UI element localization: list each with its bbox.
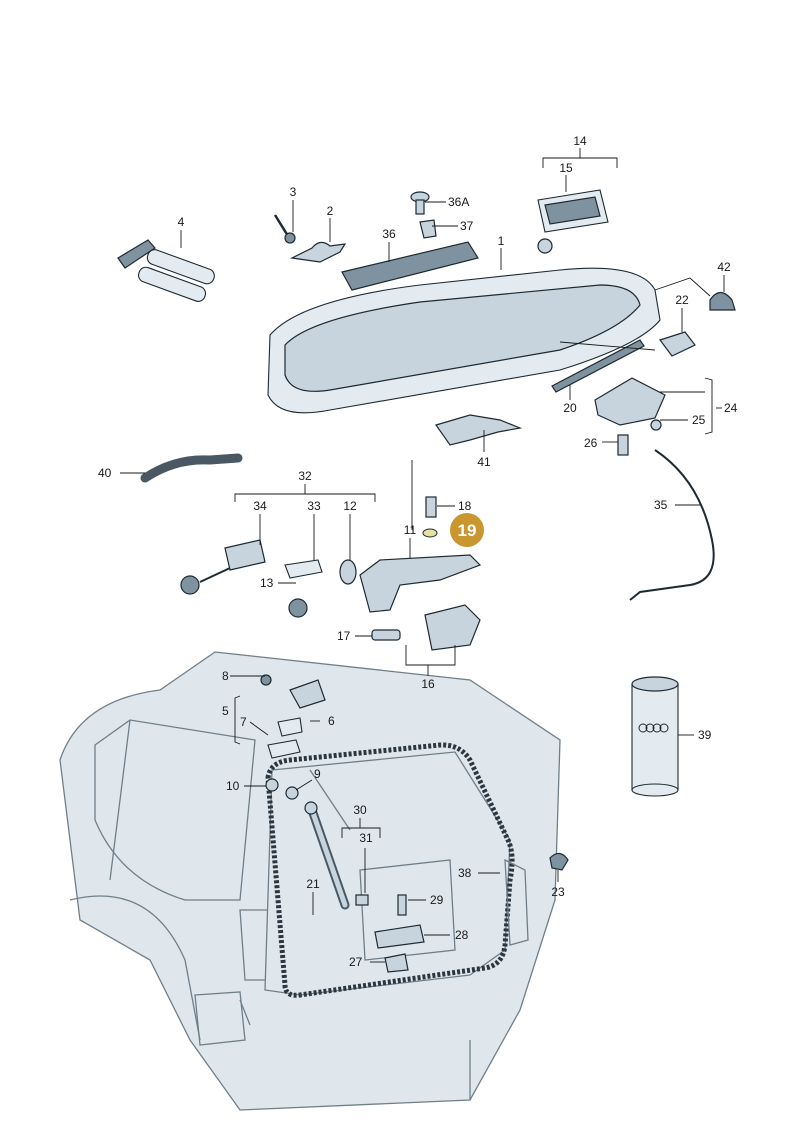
part-8-bolt bbox=[260, 674, 272, 686]
callout-22[interactable]: 22 bbox=[675, 293, 689, 307]
callout-labels: 4 3 2 36 1 36A 37 14 15 42 22 20 24 25 2… bbox=[98, 134, 738, 969]
part-37-clip bbox=[419, 219, 437, 239]
highlight-circle bbox=[450, 513, 484, 547]
vehicle-rear-body bbox=[59, 651, 561, 1111]
callout-4[interactable]: 4 bbox=[178, 215, 185, 229]
part-23-cap bbox=[549, 852, 569, 871]
callout-17[interactable]: 17 bbox=[337, 629, 351, 643]
part-22-buffer bbox=[659, 331, 696, 357]
callout-5[interactable]: 5 bbox=[222, 704, 229, 718]
callout-35[interactable]: 35 bbox=[654, 498, 668, 512]
four-rings-logo bbox=[638, 723, 669, 733]
part-41-bracket bbox=[435, 414, 523, 446]
callout-18[interactable]: 18 bbox=[458, 499, 472, 513]
callout-32[interactable]: 32 bbox=[298, 469, 312, 483]
part-31-clip bbox=[355, 894, 369, 906]
callout-10[interactable]: 10 bbox=[226, 779, 240, 793]
callout-41[interactable]: 41 bbox=[477, 455, 491, 469]
callout-8[interactable]: 8 bbox=[222, 669, 229, 683]
callout-2[interactable]: 2 bbox=[327, 204, 334, 218]
part-1-tailgate-trim-panel bbox=[267, 267, 661, 414]
part-20-strip bbox=[551, 339, 645, 393]
tailgate-seal bbox=[265, 742, 515, 998]
callout-16[interactable]: 16 bbox=[421, 677, 435, 691]
callout-13[interactable]: 13 bbox=[260, 576, 274, 590]
part-36a-clip bbox=[410, 191, 430, 215]
part-42-grommet bbox=[709, 291, 736, 311]
callout-19[interactable]: 19 bbox=[458, 521, 477, 540]
part-26-bolt bbox=[617, 434, 629, 456]
callout-39[interactable]: 39 bbox=[698, 728, 712, 742]
part-40-cable-sleeve bbox=[140, 453, 243, 483]
callout-25[interactable]: 25 bbox=[692, 413, 706, 427]
part-7-plate bbox=[267, 739, 301, 759]
callout-34[interactable]: 34 bbox=[253, 499, 267, 513]
callout-29[interactable]: 29 bbox=[430, 893, 444, 907]
callout-28[interactable]: 28 bbox=[455, 928, 469, 942]
part-15-license-lamp bbox=[537, 189, 609, 254]
part-16-actuator bbox=[424, 604, 481, 651]
part-34-lock-cylinder bbox=[180, 539, 266, 595]
callout-38[interactable]: 38 bbox=[458, 866, 472, 880]
callout-20[interactable]: 20 bbox=[563, 401, 577, 415]
leader-lines bbox=[120, 148, 725, 963]
part-33-gasket bbox=[284, 559, 323, 579]
callout-24[interactable]: 24 bbox=[724, 401, 738, 415]
callout-9[interactable]: 9 bbox=[314, 767, 321, 781]
callout-7[interactable]: 7 bbox=[240, 715, 247, 729]
callout-33[interactable]: 33 bbox=[307, 499, 321, 513]
part-5-hinge bbox=[289, 679, 326, 709]
part-35-cable bbox=[629, 449, 715, 601]
callout-31[interactable]: 31 bbox=[359, 831, 373, 845]
part-24-lock bbox=[594, 377, 666, 426]
callout-21[interactable]: 21 bbox=[306, 877, 320, 891]
callout-40[interactable]: 40 bbox=[98, 466, 112, 480]
part-21-gas-strut bbox=[304, 801, 350, 910]
highlight-badge-19[interactable]: 19 bbox=[450, 513, 484, 547]
callout-27[interactable]: 27 bbox=[349, 955, 363, 969]
callout-6[interactable]: 6 bbox=[328, 714, 335, 728]
part-2-bracket bbox=[290, 241, 347, 263]
part-6-plate bbox=[277, 717, 303, 737]
callout-23[interactable]: 23 bbox=[551, 885, 565, 899]
callout-11[interactable]: 11 bbox=[404, 523, 417, 537]
part-29-screw bbox=[397, 894, 407, 916]
part-36-foam-strip bbox=[341, 241, 479, 291]
part-25-clip bbox=[650, 419, 662, 431]
part-13-nut bbox=[288, 598, 308, 618]
part-27-buffer bbox=[384, 953, 409, 973]
part-11-carrier bbox=[359, 554, 482, 613]
callout-42[interactable]: 42 bbox=[717, 260, 731, 274]
callout-36a[interactable]: 36A bbox=[448, 195, 469, 209]
part-17-pin bbox=[371, 629, 401, 641]
callout-26[interactable]: 26 bbox=[584, 436, 598, 450]
part-19-washer bbox=[422, 528, 438, 538]
part-9-nut bbox=[285, 786, 299, 800]
part-4-damper bbox=[117, 239, 215, 302]
part-28-lock-striker bbox=[374, 924, 425, 949]
callout-30[interactable]: 30 bbox=[353, 803, 367, 817]
part-18-screw bbox=[425, 496, 437, 518]
callout-3[interactable]: 3 bbox=[290, 185, 297, 199]
callout-15[interactable]: 15 bbox=[559, 161, 573, 175]
callout-36[interactable]: 36 bbox=[382, 227, 396, 241]
callout-1[interactable]: 1 bbox=[498, 234, 505, 248]
part-10-nut bbox=[265, 778, 279, 792]
callout-12[interactable]: 12 bbox=[343, 499, 357, 513]
part-12-ring bbox=[339, 559, 357, 585]
part-39-paint-can bbox=[631, 676, 679, 797]
part-3-screw bbox=[273, 214, 296, 244]
callout-14[interactable]: 14 bbox=[573, 134, 587, 148]
callout-37[interactable]: 37 bbox=[460, 219, 474, 233]
